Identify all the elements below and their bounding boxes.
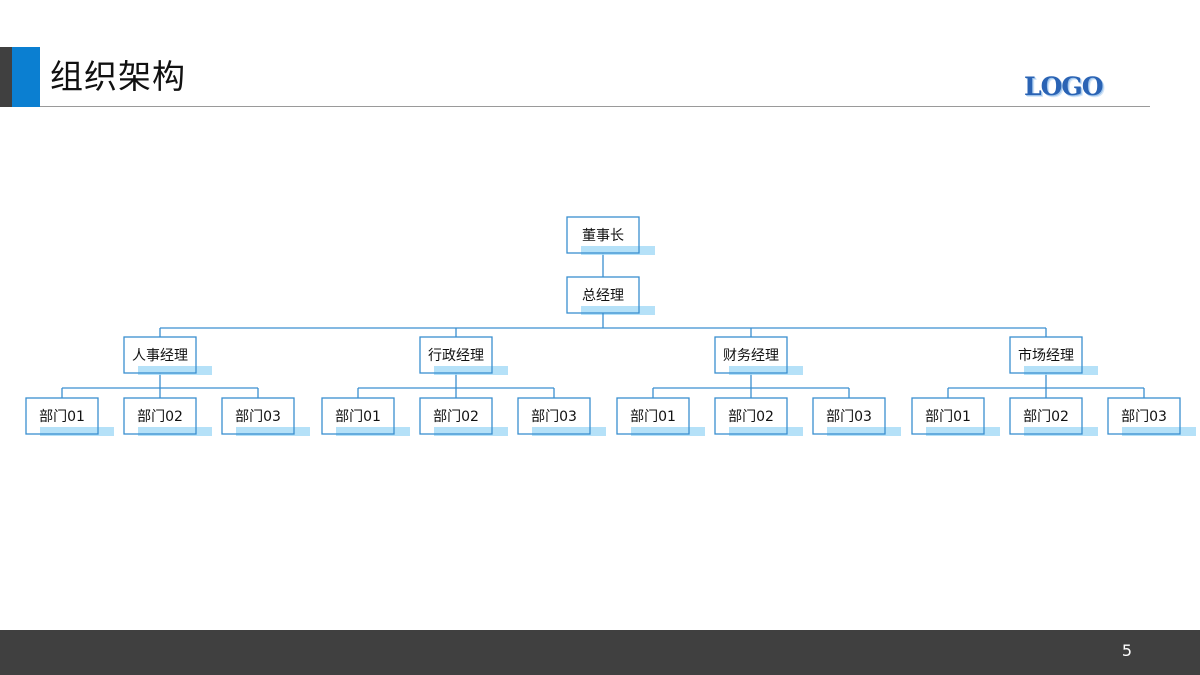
department-node: [517, 397, 591, 435]
node-highlight: [336, 427, 410, 436]
manager-node: [1009, 336, 1083, 374]
manager-node: [123, 336, 197, 374]
node-highlight: [926, 427, 1000, 436]
department-node: [123, 397, 197, 435]
department-node-label: 部门02: [728, 409, 774, 425]
node-highlight: [729, 427, 803, 436]
department-node-label: 部门01: [630, 409, 676, 425]
department-node: [812, 397, 886, 435]
node-highlight: [729, 366, 803, 375]
manager-node-label: 行政经理: [428, 348, 484, 364]
department-node: [911, 397, 985, 435]
node-highlight: [236, 427, 310, 436]
header-divider: [40, 106, 1150, 107]
manager-node-label: 财务经理: [723, 348, 779, 364]
department-node: [1107, 397, 1181, 435]
manager-node-label: 人事经理: [132, 348, 188, 364]
general-manager-node-label: 总经理: [582, 288, 624, 304]
department-node-label: 部门03: [531, 409, 577, 425]
node-highlight: [40, 427, 114, 436]
department-node: [1009, 397, 1083, 435]
header-dark-accent: [0, 47, 12, 107]
node-highlight: [827, 427, 901, 436]
department-node-label: 部门03: [826, 409, 872, 425]
chairman-node: [566, 216, 640, 254]
department-node-label: 部门01: [39, 409, 85, 425]
department-node: [221, 397, 295, 435]
node-highlight: [434, 366, 508, 375]
header-blue-accent: [12, 47, 40, 107]
department-node-label: 部门02: [433, 409, 479, 425]
node-highlight: [1024, 366, 1098, 375]
department-node-label: 部门03: [235, 409, 281, 425]
node-highlight: [434, 427, 508, 436]
footer-bar: 5: [0, 630, 1200, 675]
logo: LOGO: [1024, 72, 1103, 101]
department-node: [25, 397, 99, 435]
department-node: [321, 397, 395, 435]
node-highlight: [631, 427, 705, 436]
department-node: [419, 397, 493, 435]
node-highlight: [532, 427, 606, 436]
manager-node: [714, 336, 788, 374]
department-node-label: 部门01: [925, 409, 971, 425]
chairman-node-label: 董事长: [582, 228, 624, 244]
department-node-label: 部门02: [137, 409, 183, 425]
department-node-label: 部门01: [335, 409, 381, 425]
node-highlight: [138, 366, 212, 375]
department-node: [616, 397, 690, 435]
department-node-label: 部门03: [1121, 409, 1167, 425]
manager-node: [419, 336, 493, 374]
page-title: 组织架构: [50, 57, 186, 96]
node-highlight: [581, 306, 655, 315]
node-highlight: [1122, 427, 1196, 436]
department-node-label: 部门02: [1023, 409, 1069, 425]
page-number: 5: [1121, 641, 1132, 660]
department-node: [714, 397, 788, 435]
node-highlight: [138, 427, 212, 436]
manager-node-label: 市场经理: [1018, 347, 1074, 364]
node-highlight: [1024, 427, 1098, 436]
node-highlight: [581, 246, 655, 255]
